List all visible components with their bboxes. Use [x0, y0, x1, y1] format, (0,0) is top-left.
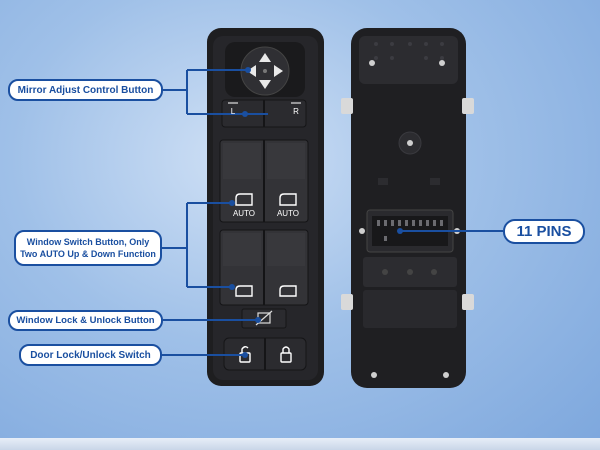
- auto-right-label: AUTO: [276, 209, 300, 218]
- window-icon-rear: [235, 285, 297, 297]
- floor-reflection: [0, 438, 600, 450]
- switch-panel-front: [207, 28, 324, 386]
- callout-window-lock: Window Lock & Unlock Button: [8, 310, 163, 331]
- callout-window-switch: Window Switch Button, Only Two AUTO Up &…: [14, 230, 162, 266]
- leader-lines: [162, 69, 503, 356]
- callout-door-lock: Door Lock/Unlock Switch: [19, 344, 162, 366]
- locked-padlock-icon: [280, 346, 292, 363]
- leader-dots: [229, 67, 403, 358]
- window-icon: [235, 193, 297, 206]
- callout-mirror-adjust: Mirror Adjust Control Button: [8, 79, 163, 101]
- callout-pins: 11 PINS: [503, 219, 585, 244]
- mirror-right-label: R: [293, 107, 299, 116]
- mirror-left-label: L: [230, 107, 236, 116]
- four-way-arrow-icon: [247, 53, 283, 89]
- switch-panel-back: [341, 28, 474, 388]
- auto-left-label: AUTO: [232, 209, 256, 218]
